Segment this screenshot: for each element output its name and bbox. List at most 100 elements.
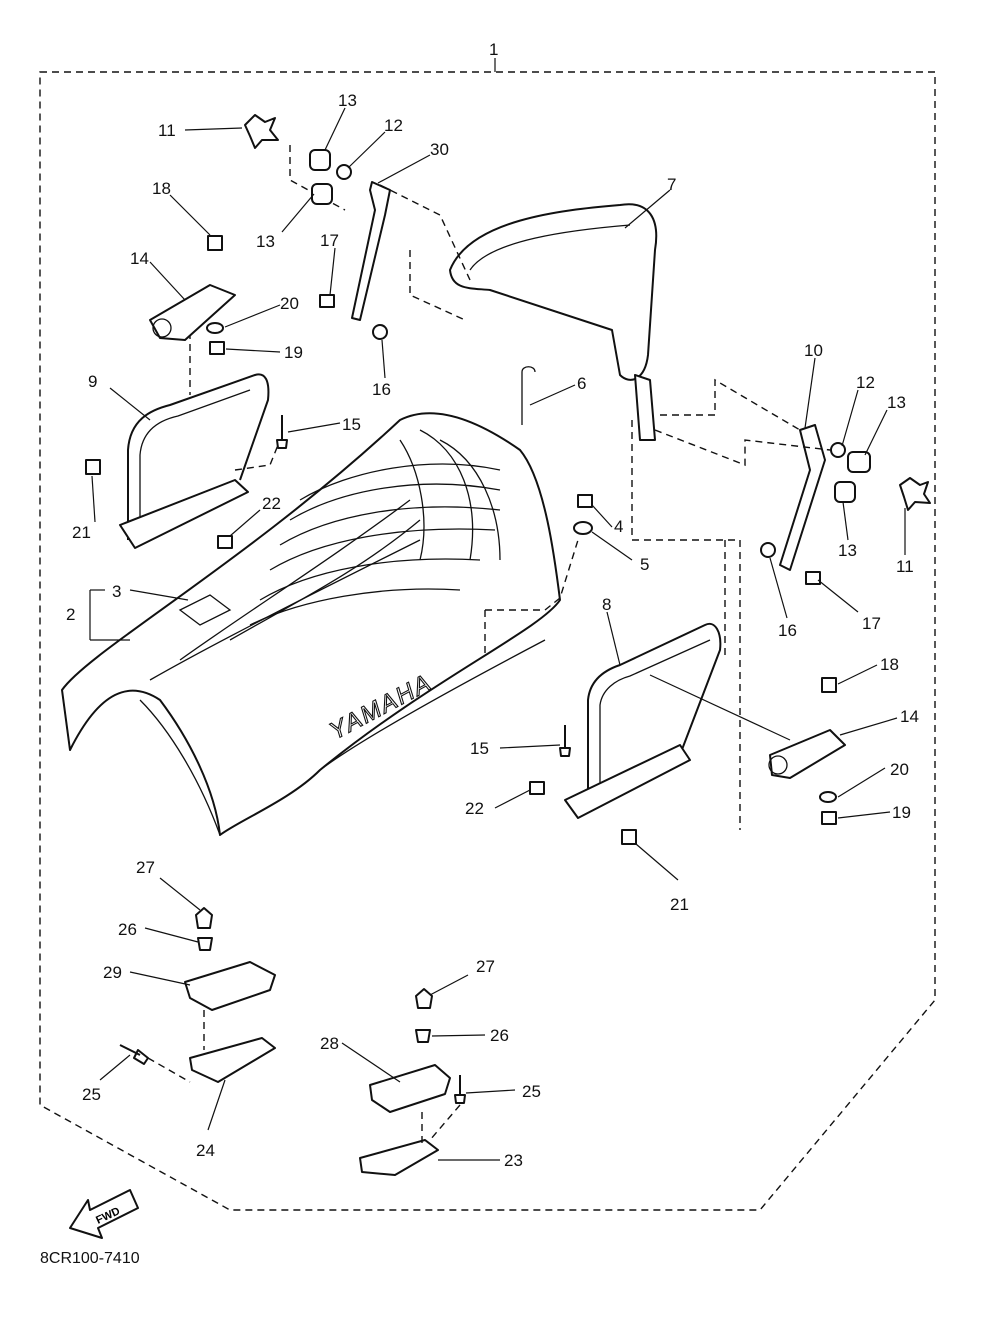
callout-9: 9 — [88, 372, 97, 391]
callout-13: 13 — [256, 232, 275, 251]
callout-12: 12 — [856, 373, 875, 392]
callout-3: 3 — [112, 582, 121, 601]
drawing-code: 8CR100-7410 — [40, 1250, 140, 1267]
callout-29: 29 — [103, 963, 122, 982]
rivet-25-right — [454, 1075, 466, 1104]
callout-14: 14 — [900, 707, 919, 726]
seat-dashed-link — [484, 539, 579, 655]
callout-8: 8 — [602, 595, 611, 614]
washer-12-left — [336, 164, 352, 180]
nut-19-right — [821, 811, 837, 825]
grab-bar-right-dashed — [724, 540, 741, 830]
rivet-15-left — [276, 415, 288, 449]
callout-11: 11 — [158, 121, 176, 140]
callout-18: 18 — [880, 655, 899, 674]
lock-bracket-23 — [359, 1139, 439, 1176]
collar-4 — [834, 481, 856, 503]
callout-24: 24 — [196, 1141, 215, 1160]
lock-bracket-24 — [189, 1037, 276, 1083]
assembly-boundary — [39, 71, 936, 1211]
bolt-21-left — [85, 459, 101, 475]
washer-20-right — [819, 791, 837, 803]
callout-6: 6 — [577, 374, 586, 393]
bolt-17-right — [805, 571, 821, 585]
callout-20: 20 — [280, 294, 299, 313]
callout-25: 25 — [522, 1082, 541, 1101]
nut-19-left — [209, 341, 225, 355]
callout-5: 5 — [640, 555, 649, 574]
callout-17: 17 — [320, 231, 339, 250]
cap-27-right — [415, 988, 433, 1009]
callout-26: 26 — [118, 920, 137, 939]
pin-6 — [521, 366, 536, 425]
callout-19: 19 — [284, 343, 303, 362]
callout-22: 22 — [465, 799, 484, 818]
callout-27: 27 — [476, 957, 495, 976]
leader-lines — [89, 107, 906, 1161]
backrest-stay-left — [351, 181, 391, 321]
nut-22-left — [217, 535, 233, 549]
bolt-21-right — [621, 829, 637, 845]
callout-23: 23 — [504, 1151, 523, 1170]
knob-right — [899, 477, 931, 511]
callout-15: 15 — [342, 415, 361, 434]
backrest-stay-right — [779, 424, 826, 571]
callout-15: 15 — [470, 739, 489, 758]
callout-21: 21 — [670, 895, 689, 914]
collar-1 — [309, 149, 331, 171]
callout-13: 13 — [338, 91, 357, 110]
nut-4 — [577, 494, 593, 508]
lock-cover-29 — [184, 961, 276, 1011]
fwd-arrow-icon: FWD — [69, 1189, 139, 1239]
callout-12: 12 — [384, 116, 403, 135]
callout-30: 30 — [430, 140, 449, 159]
callout-28: 28 — [320, 1034, 339, 1053]
callout-27: 27 — [136, 858, 155, 877]
collar-2 — [311, 183, 333, 205]
rivet-25-left — [119, 1044, 149, 1065]
bolt-18-left — [207, 235, 223, 251]
callout-25: 25 — [82, 1085, 101, 1104]
nut-16-left — [372, 324, 388, 340]
callout-17: 17 — [862, 614, 881, 633]
callout-11: 11 — [896, 557, 914, 576]
collar-26-left — [197, 937, 213, 951]
bolt-18-right — [821, 677, 837, 693]
bolt-17-left — [319, 294, 335, 308]
handle-grip-right — [769, 729, 846, 779]
stay-right-dashed — [631, 378, 831, 541]
collar-26-right — [415, 1029, 431, 1043]
collar-3 — [847, 451, 871, 473]
callout-13: 13 — [838, 541, 857, 560]
lock-cover-28 — [369, 1064, 451, 1113]
grab-bar-left — [119, 373, 270, 549]
backrest — [449, 203, 658, 441]
callout-22: 22 — [262, 494, 281, 513]
callout-16: 16 — [778, 621, 797, 640]
callout-26: 26 — [490, 1026, 509, 1045]
callout-21: 21 — [72, 523, 91, 542]
callout-14: 14 — [130, 249, 149, 268]
callout-4: 4 — [614, 517, 623, 536]
callout-20: 20 — [890, 760, 909, 779]
cap-27-left — [195, 907, 213, 929]
lock-dashed — [147, 1010, 461, 1148]
callout-13: 13 — [887, 393, 906, 412]
damper-5 — [573, 521, 593, 535]
callout-18: 18 — [152, 179, 171, 198]
callout-7: 7 — [667, 175, 676, 194]
callout-10: 10 — [804, 341, 823, 360]
rivet-15-right — [559, 725, 571, 757]
washer-20-left — [206, 322, 224, 334]
handle-grip-left — [149, 284, 236, 341]
callout-16: 16 — [372, 380, 391, 399]
callout-19: 19 — [892, 803, 911, 822]
grab-bar-right — [564, 622, 722, 819]
washer-12-right — [830, 442, 846, 458]
knob-left — [244, 114, 279, 149]
nut-22-right — [529, 781, 545, 795]
nut-16-right — [760, 542, 776, 558]
callout-numbers: 1 11 13 12 30 18 13 17 14 20 19 16 9 15 … — [66, 40, 919, 1170]
callout-2: 2 — [66, 605, 75, 624]
